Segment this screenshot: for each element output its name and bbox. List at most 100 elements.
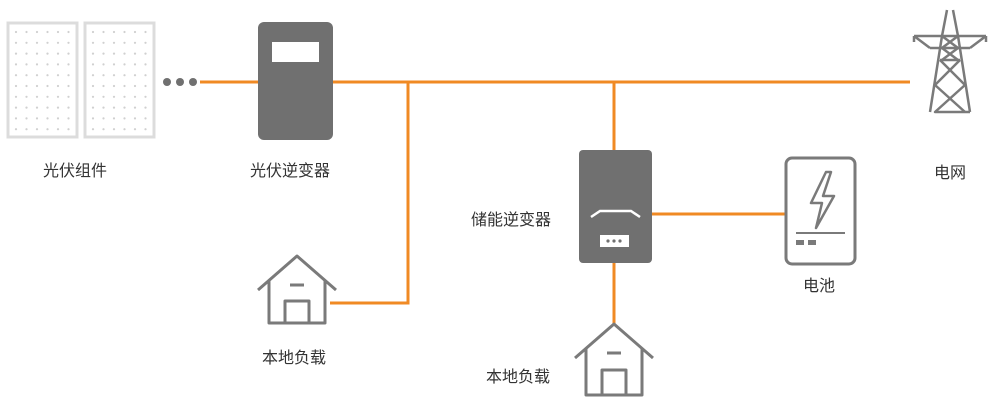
panel-cell-dot [91, 95, 95, 98]
panel-cell-dot [112, 106, 116, 109]
panel-cell-dot [91, 74, 95, 77]
panel-cell-dot [35, 84, 39, 88]
panel-cell-dot [56, 128, 60, 131]
panel-cell-dot [25, 95, 28, 98]
panel-cell-dot [46, 84, 49, 88]
panel-cell-dot [91, 84, 95, 88]
panel-cell-dot [102, 95, 105, 98]
panel-cell-dot [46, 106, 49, 109]
inverter-icon [258, 22, 333, 140]
wire-left-load [330, 82, 410, 305]
panel-cell-dot [123, 117, 126, 120]
solar-panel-icon [6, 21, 79, 139]
panel-cell-dot [25, 84, 28, 88]
storage-inverter-label: 储能逆变器 [471, 210, 552, 229]
panel-cell-dot [56, 117, 60, 120]
panel-cell-dot [25, 63, 28, 66]
ellipsis-icon [163, 78, 197, 86]
panel-cell-dot [123, 41, 126, 44]
panel-cell-dot [14, 95, 18, 98]
panel-cell-dot [14, 106, 18, 109]
panel-cell-dot [133, 63, 137, 66]
panel-cell-dot [91, 41, 95, 44]
storage-inverter-icon [579, 150, 652, 263]
local-load-left-label: 本地负载 [262, 348, 327, 367]
panel-cell-dot [67, 63, 70, 66]
panel-cell-dot [102, 41, 105, 44]
panel-cell-dot [46, 128, 49, 131]
panel-cell-dot [112, 128, 116, 131]
panel-cell-dot [144, 30, 147, 34]
panel-cell-dot [14, 128, 18, 131]
panel-cell-dot [67, 128, 70, 131]
panel-cell-dot [102, 117, 105, 120]
panel-cell-dot [35, 74, 39, 77]
panel-cell-dot [67, 95, 70, 98]
panel-cell-dot [25, 30, 28, 34]
grid-label: 电网 [934, 163, 967, 182]
panel-cell-dot [14, 41, 18, 44]
panel-cell-dot [123, 128, 126, 131]
panel-cell-dot [35, 117, 39, 120]
panel-cell-dot [112, 95, 116, 98]
panel-cell-dot [102, 106, 105, 109]
panel-cell-dot [25, 41, 28, 44]
battery-lightning-icon [784, 156, 857, 266]
panel-cell-dot [56, 63, 60, 66]
panel-cell-dot [56, 84, 60, 88]
panel-cell-dot [91, 30, 95, 34]
panel-cell-dot [133, 74, 137, 77]
panel-cell-dot [67, 30, 70, 34]
panel-cell-dot [35, 63, 39, 66]
panel-cell-dot [67, 41, 70, 44]
panel-cell-dot [14, 84, 18, 88]
panel-cell-dot [35, 41, 39, 44]
panel-cell-dot [144, 117, 147, 120]
panel-cell-dot [102, 30, 105, 34]
panel-cell-dot [56, 41, 60, 44]
house-icon [574, 322, 654, 397]
local-load-bottom-label: 本地负载 [486, 367, 551, 386]
panel-cell-dot [91, 52, 95, 55]
panel-cell-dot [112, 74, 116, 77]
panel-cell-dot [56, 30, 60, 34]
panel-cell-dot [112, 117, 116, 120]
panel-cell-dot [46, 117, 49, 120]
panel-cell-dot [112, 63, 116, 66]
panel-cell-dot [123, 30, 126, 34]
panel-cell-dot [102, 52, 105, 55]
panel-cell-dot [123, 74, 126, 77]
panel-cell-dot [112, 52, 116, 55]
panel-cell-dot [123, 63, 126, 66]
panel-cell-dot [67, 117, 70, 120]
panel-cell-dot [144, 63, 147, 66]
solar-panel-icon [83, 21, 156, 139]
panel-cell-dot [56, 106, 60, 109]
panel-cell-dot [25, 117, 28, 120]
panel-cell-dot [67, 52, 70, 55]
panel-cell-dot [14, 74, 18, 77]
panel-cell-dot [144, 41, 147, 44]
panel-cell-dot [123, 95, 126, 98]
panel-cell-dot [56, 52, 60, 55]
panel-cell-dot [46, 95, 49, 98]
pv-modules-label: 光伏组件 [43, 161, 108, 180]
panel-cell-dot [46, 63, 49, 66]
panel-cell-dot [102, 84, 105, 88]
panel-cell-dot [14, 63, 18, 66]
panel-cell-dot [91, 117, 95, 120]
transmission-tower-icon [912, 9, 988, 114]
pv-inverter-label: 光伏逆变器 [250, 161, 331, 180]
panel-cell-dot [35, 106, 39, 109]
panel-cell-dot [133, 106, 137, 109]
panel-cell-dot [14, 117, 18, 120]
panel-cell-dot [102, 128, 105, 131]
panel-cell-dot [112, 41, 116, 44]
panel-cell-dot [123, 52, 126, 55]
panel-cell-dot [133, 117, 137, 120]
panel-cell-dot [123, 106, 126, 109]
panel-cell-dot [35, 95, 39, 98]
panel-cell-dot [46, 41, 49, 44]
panel-cell-dot [56, 95, 60, 98]
